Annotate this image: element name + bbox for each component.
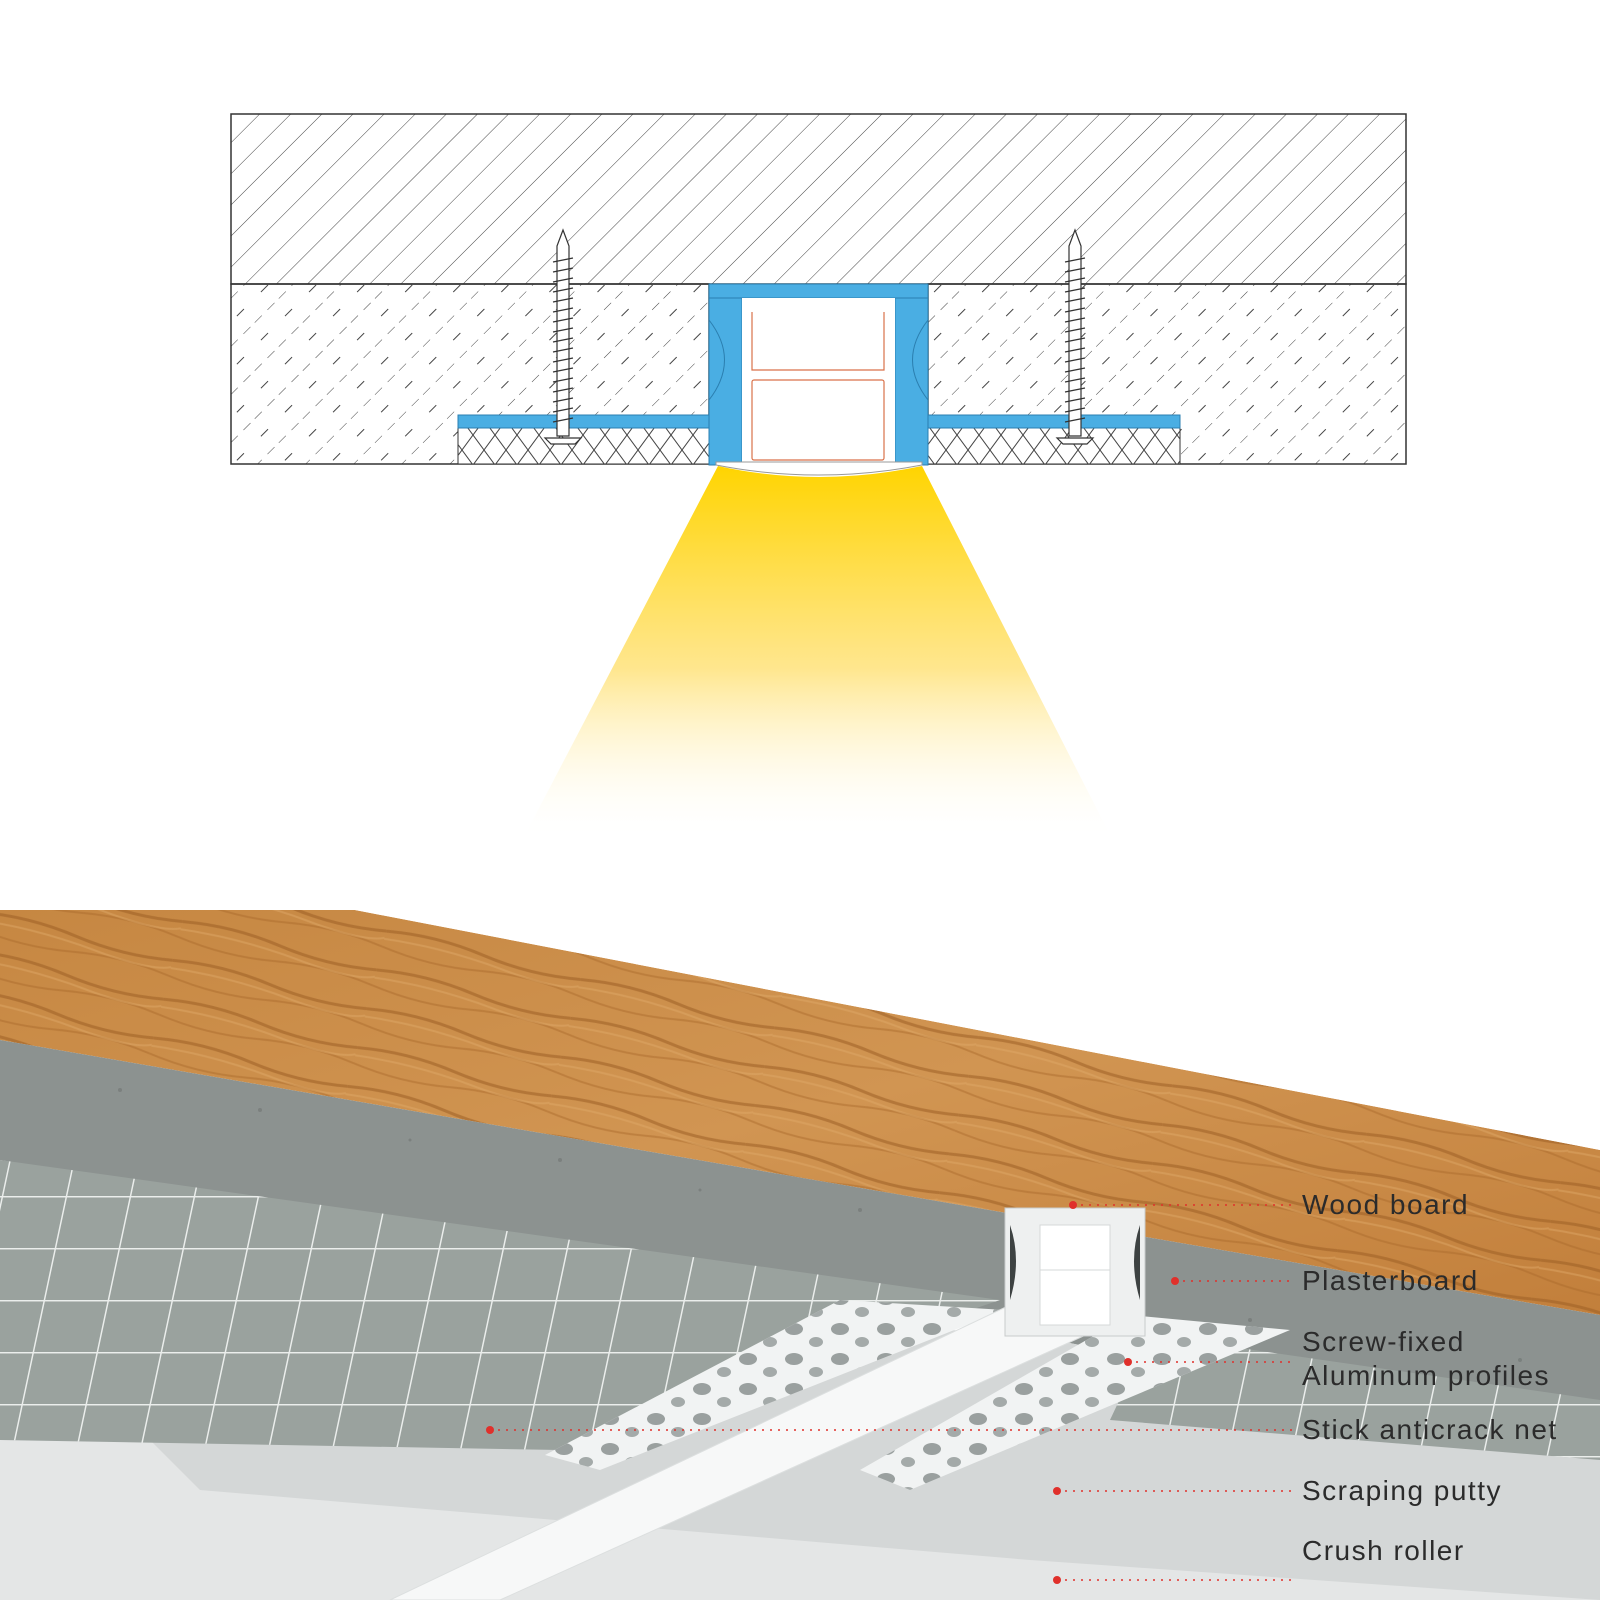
label-plasterboard: Plasterboard — [1302, 1264, 1479, 1298]
label-scraping-putty: Scraping putty — [1302, 1474, 1502, 1508]
label-screw-fixed-aluminum-profiles: Screw-fixed Aluminum profiles — [1302, 1325, 1550, 1393]
light-beam — [525, 466, 1110, 835]
screw-left — [543, 228, 583, 445]
label-crush-roller-text: Crush roller — [1302, 1535, 1465, 1566]
label-wood-board: Wood board — [1302, 1188, 1469, 1222]
label-plasterboard-text: Plasterboard — [1302, 1265, 1479, 1296]
label-crush-roller: Crush roller — [1302, 1534, 1465, 1568]
label-stick-anticrack-net: Stick anticrack net — [1302, 1413, 1558, 1447]
leader-lines — [490, 1204, 1295, 1581]
label-screw-fixed-line1: Screw-fixed — [1302, 1326, 1465, 1357]
screw-right — [1055, 228, 1095, 445]
section-diffuser — [715, 461, 923, 476]
section-led-channel — [751, 312, 885, 461]
profile-end — [1004, 1207, 1146, 1337]
cross-section-drawing — [230, 113, 1407, 835]
label-screw-fixed-line2: Aluminum profiles — [1302, 1360, 1551, 1391]
label-stick-anticrack-net-text: Stick anticrack net — [1302, 1414, 1558, 1445]
section-wood-board — [230, 113, 1407, 285]
label-scraping-putty-text: Scraping putty — [1302, 1475, 1502, 1506]
isometric-illustration — [0, 910, 1600, 1600]
leader-dots — [486, 1201, 1179, 1584]
label-wood-board-text: Wood board — [1302, 1189, 1470, 1220]
